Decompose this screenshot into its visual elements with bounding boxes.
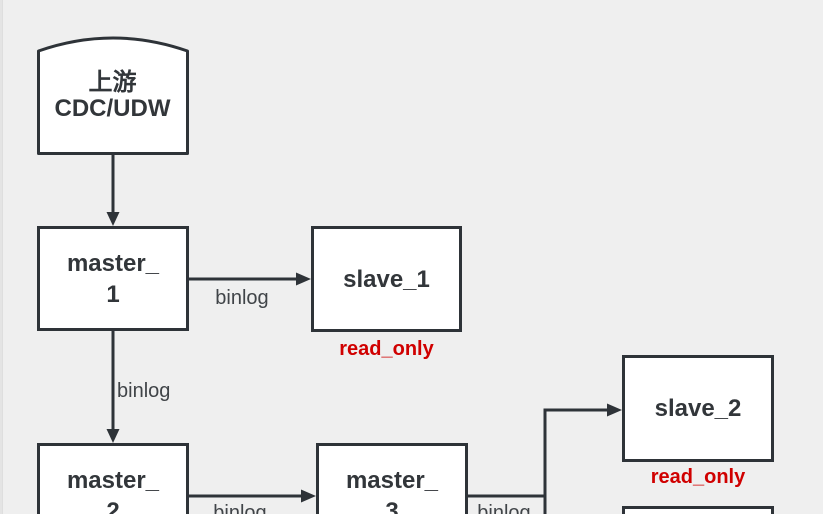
node-upstream-line1: 上游 xyxy=(88,69,137,96)
node-slave2-label: slave_2 xyxy=(654,395,742,422)
readonly-annotation-slave1: read_only xyxy=(339,338,434,360)
node-master2-line2: 2 xyxy=(106,497,120,514)
arrowhead-icon xyxy=(607,403,622,417)
readonly-annotation-slave2: read_only xyxy=(650,466,746,488)
node-master3: master_ 3 xyxy=(316,443,468,514)
arrowhead-icon xyxy=(301,489,316,503)
node-slave2: slave_2 xyxy=(622,355,774,462)
node-master3-line2: 3 xyxy=(385,497,399,514)
node-master2: master_ 2 xyxy=(37,443,189,514)
upstream-node-shape xyxy=(37,36,189,155)
node-master1: master_ 1 xyxy=(37,226,189,331)
canvas-left-edge xyxy=(0,0,3,514)
arrowhead-icon xyxy=(106,429,120,443)
node-slave3-partial xyxy=(622,506,774,514)
node-master1-line2: 1 xyxy=(106,280,120,308)
node-upstream-line2: CDC/UDW xyxy=(54,95,171,122)
node-slave1: slave_1 xyxy=(311,226,462,332)
edge-label-binlog-master1-master2: binlog xyxy=(117,380,171,402)
edge-label-binlog-master1-slave1: binlog xyxy=(215,287,269,309)
node-master1-line1: master_ xyxy=(66,249,160,277)
node-master2-line1: master_ xyxy=(66,466,160,494)
node-master3-line1: master_ xyxy=(345,466,439,494)
edge-label-binlog-master2-master3: binlog xyxy=(213,502,267,514)
edge-label-binlog-master3-slave2: binlog xyxy=(477,502,531,514)
arrowhead-icon xyxy=(106,212,120,226)
node-upstream-label: 上游 CDC/UDW xyxy=(37,70,188,122)
edge-master3-slave2 xyxy=(468,408,608,514)
arrowhead-icon xyxy=(296,272,311,286)
node-slave1-label: slave_1 xyxy=(343,265,430,293)
